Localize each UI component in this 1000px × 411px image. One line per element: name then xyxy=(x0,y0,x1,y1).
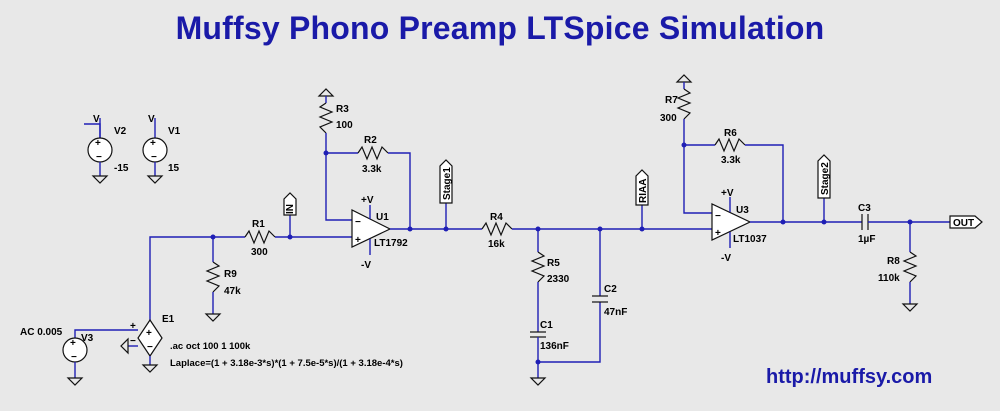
r9-name: R9 xyxy=(224,269,237,280)
v2-name: V2 xyxy=(114,126,127,137)
resistor-r1[interactable]: R1 300 xyxy=(244,219,276,258)
v2-value: -15 xyxy=(114,163,129,174)
r1-name: R1 xyxy=(252,219,265,230)
resistor-r6[interactable]: R6 3.3k xyxy=(714,128,746,166)
c3-value: 1µF xyxy=(858,234,875,245)
r2-name: R2 xyxy=(364,135,377,146)
capacitor-c3[interactable]: C3 1µF xyxy=(858,203,875,245)
v1-name: V1 xyxy=(168,126,181,137)
u3-pos-rail: +V xyxy=(721,188,734,199)
svg-text:+: + xyxy=(130,321,136,332)
voltage-source-v1[interactable]: + − V V1 15 xyxy=(142,114,181,184)
svg-text:−: − xyxy=(130,336,136,347)
net-label-out: OUT xyxy=(949,215,983,229)
laplace-directive: Laplace=(1 + 3.18e-3*s)*(1 + 7.5e-5*s)/(… xyxy=(170,358,403,369)
svg-text:−: − xyxy=(71,352,77,363)
net-label-out-text: OUT xyxy=(953,218,974,229)
svg-text:−: − xyxy=(147,342,153,353)
page-title: Muffsy Phono Preamp LTSpice Simulation xyxy=(175,10,825,46)
r8-name: R8 xyxy=(887,256,900,267)
c1-name: C1 xyxy=(540,320,553,331)
r7-value: 300 xyxy=(660,113,677,124)
ac-directive: .ac oct 100 1 100k xyxy=(170,341,251,352)
net-label-in-text: IN xyxy=(285,204,296,214)
u1-part: LT1792 xyxy=(374,238,408,249)
r4-name: R4 xyxy=(490,212,503,223)
u3-part: LT1037 xyxy=(733,234,767,245)
r6-name: R6 xyxy=(724,128,737,139)
resistor-r9[interactable]: R9 47k xyxy=(204,261,241,322)
opamp-u1[interactable]: − + +V -V U1 LT1792 xyxy=(351,195,408,271)
svg-text:+: + xyxy=(146,328,152,339)
dependent-source-e1[interactable]: + − E1 + − xyxy=(74,314,175,373)
voltage-source-v3[interactable]: + − AC 0.005 V3 xyxy=(20,327,94,386)
c1-value: 136nF xyxy=(540,341,569,352)
c3-name: C3 xyxy=(858,203,871,214)
svg-text:+: + xyxy=(150,138,156,149)
e1-name: E1 xyxy=(162,314,175,325)
r9-value: 47k xyxy=(224,286,241,297)
website-link[interactable]: http://muffsy.com xyxy=(766,366,933,388)
svg-text:−: − xyxy=(96,152,102,163)
r2-value: 3.3k xyxy=(362,164,382,175)
resistor-r4[interactable]: R4 16k xyxy=(481,212,513,250)
c2-name: C2 xyxy=(604,284,617,295)
resistor-r8[interactable]: R8 110k xyxy=(878,251,919,312)
resistor-r3[interactable]: R3 100 xyxy=(317,88,353,134)
net-label-riaa-text: RIAA xyxy=(638,179,649,203)
u1-name: U1 xyxy=(376,212,389,223)
r5-value: 2330 xyxy=(547,274,570,285)
r8-value: 110k xyxy=(878,273,900,284)
svg-text:−: − xyxy=(355,217,361,228)
u3-neg-rail: -V xyxy=(721,253,731,264)
u1-neg-rail: -V xyxy=(361,260,371,271)
net-label-in: IN xyxy=(283,192,297,216)
r4-value: 16k xyxy=(488,239,505,250)
v3-value: AC 0.005 xyxy=(20,327,63,338)
svg-text:+: + xyxy=(715,228,721,239)
net-label-stage1-text: Stage1 xyxy=(442,167,453,200)
resistor-r5[interactable]: R5 2330 xyxy=(530,251,570,285)
net-label-stage2: Stage2 xyxy=(817,154,831,199)
v1-rail-label: V xyxy=(148,114,155,125)
net-label-riaa: RIAA xyxy=(635,169,649,206)
v1-value: 15 xyxy=(168,163,180,174)
svg-text:−: − xyxy=(715,211,721,222)
r6-value: 3.3k xyxy=(721,155,741,166)
svg-text:+: + xyxy=(95,138,101,149)
resistor-r2[interactable]: R2 3.3k xyxy=(357,135,389,175)
r1-value: 300 xyxy=(251,247,268,258)
capacitor-c1[interactable]: C1 136nF xyxy=(530,320,569,352)
v3-name: V3 xyxy=(81,333,94,344)
svg-text:+: + xyxy=(70,338,76,349)
net-label-stage1: Stage1 xyxy=(439,159,453,204)
resistor-r7[interactable]: R7 300 xyxy=(660,74,693,124)
net-label-stage2-text: Stage2 xyxy=(820,162,831,195)
capacitor-c2[interactable]: C2 47nF xyxy=(592,284,627,318)
svg-text:+: + xyxy=(355,235,361,246)
c2-value: 47nF xyxy=(604,307,627,318)
u1-pos-rail: +V xyxy=(361,195,374,206)
voltage-source-v2[interactable]: + − V V2 -15 xyxy=(84,114,129,184)
r7-name: R7 xyxy=(665,95,678,106)
opamp-u3[interactable]: − + +V -V U3 LT1037 xyxy=(711,188,767,264)
u3-name: U3 xyxy=(736,205,749,216)
r3-value: 100 xyxy=(336,120,353,131)
r5-name: R5 xyxy=(547,258,560,269)
svg-text:−: − xyxy=(151,152,157,163)
v2-rail-label: V xyxy=(93,114,100,125)
r3-name: R3 xyxy=(336,104,349,115)
